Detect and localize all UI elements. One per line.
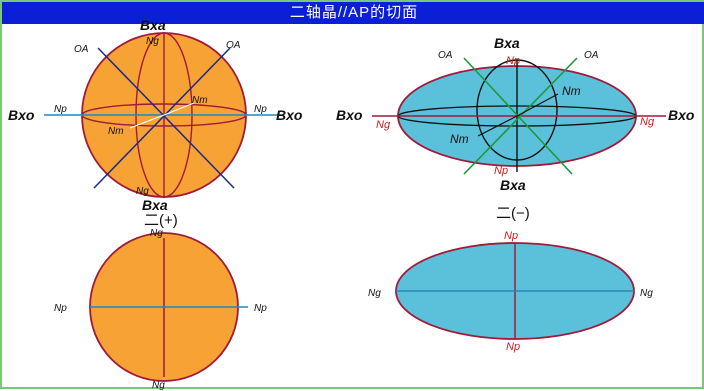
label-nm-lower-tr: Nm — [450, 132, 469, 146]
label-bxa-top-right: Bxa — [494, 35, 520, 51]
negative-nm-line-1 — [516, 93, 559, 117]
label-bxo-right-tr: Bxo — [668, 107, 695, 123]
label-np-bottom-tr: Np — [494, 165, 508, 177]
label-ng-top-bl: Ng — [150, 228, 163, 239]
label-ng-bottom-tl: Ng — [136, 186, 149, 197]
label-oa-left-tr: OA — [438, 50, 453, 61]
label-bxa-bottom-tr: Bxa — [500, 177, 526, 193]
label-negative-sign: 二(−) — [496, 205, 530, 222]
label-np-left-bl: Np — [54, 303, 67, 314]
label-nm-upper-tr: Nm — [562, 84, 581, 98]
label-oa-left-tl: OA — [74, 44, 89, 55]
negative-indicatrix — [372, 57, 666, 175]
positive-nm-line-1 — [163, 102, 195, 116]
label-np-right-bl: Np — [254, 303, 267, 314]
label-ng-top-left: Ng — [146, 36, 159, 47]
label-ng-bottom-bl: Ng — [152, 380, 165, 391]
label-oa-right-tl: OA — [226, 40, 241, 51]
label-ng-left-tr: Ng — [376, 119, 391, 131]
label-np-left-tl: Np — [54, 104, 67, 115]
label-bxo-left-tl: Bxo — [8, 107, 35, 123]
negative-section — [395, 242, 635, 340]
negative-optic-axis-2 — [463, 57, 578, 175]
label-np-bottom-br: Np — [506, 341, 520, 353]
label-ng-left-br: Ng — [368, 288, 381, 299]
positive-section — [89, 232, 248, 382]
label-bxa-bottom-tl: Bxa — [142, 197, 168, 213]
label-nm-lower-tl: Nm — [108, 126, 124, 137]
label-np-top-br: Np — [504, 230, 518, 242]
positive-indicatrix — [44, 32, 284, 198]
label-bxo-left-tr: Bxo — [336, 107, 363, 123]
positive-nm-line-2 — [129, 114, 165, 129]
label-np-top-right: Np — [506, 55, 520, 67]
label-ng-right-br: Ng — [640, 288, 653, 299]
label-bxo-right-tl: Bxo — [276, 107, 303, 123]
positive-optic-axis-1 — [97, 47, 235, 189]
figure-title: 二轴晶//AP的切面 — [289, 4, 419, 21]
label-np-right-tl: Np — [254, 104, 267, 115]
negative-nm-line-2 — [477, 115, 518, 137]
title-bar — [2, 2, 704, 24]
label-oa-right-tr: OA — [584, 50, 599, 61]
positive-optic-axis-2 — [93, 47, 231, 189]
label-ng-right-tr: Ng — [640, 116, 655, 128]
label-nm-upper-tl: Nm — [192, 95, 208, 106]
label-bxa-top-left: Bxa — [140, 17, 166, 33]
label-positive-sign: 二(+) — [144, 212, 178, 229]
